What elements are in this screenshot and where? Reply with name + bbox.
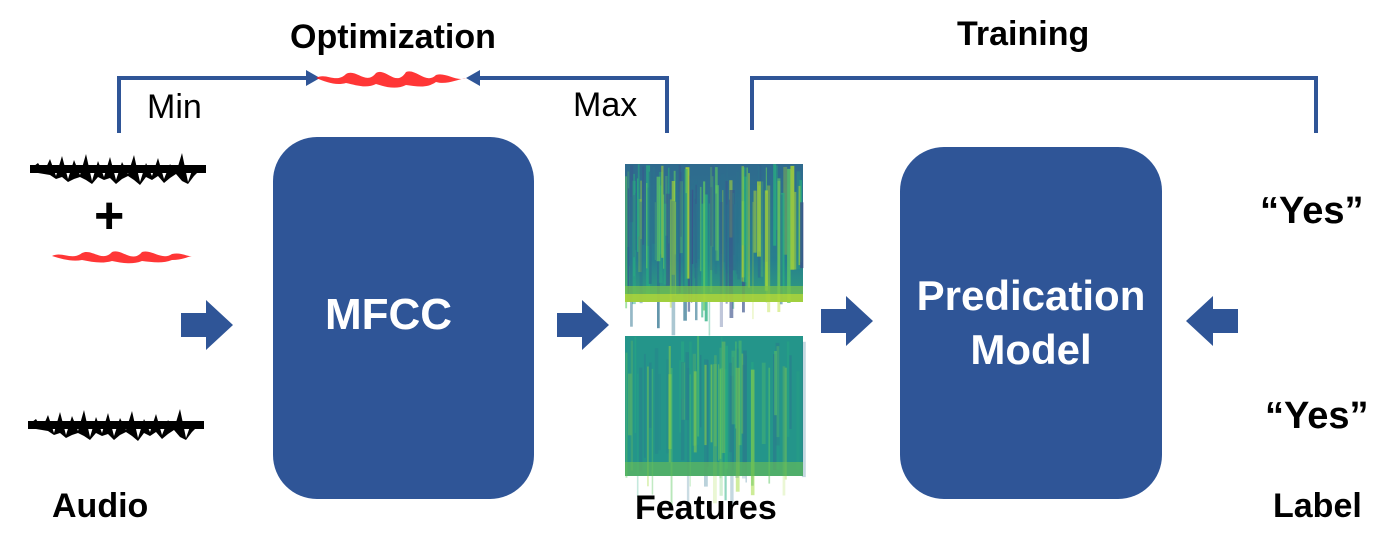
- audio-waveform-clean: [28, 409, 204, 441]
- max-arrowhead: [466, 70, 480, 86]
- audio-label: Audio: [52, 487, 149, 525]
- arrow-label-to-model: [1186, 296, 1238, 346]
- mfcc-block: MFCC: [273, 137, 534, 499]
- spectrogram-adversarial: [625, 164, 804, 336]
- mfcc-label: MFCC: [324, 290, 453, 339]
- features-label: Features: [635, 489, 777, 527]
- training-bracket: [750, 76, 1318, 133]
- max-label: Max: [573, 86, 638, 124]
- training-label: Training: [957, 15, 1090, 53]
- optimization-label: Optimization: [290, 18, 496, 56]
- audio-waveform-perturbed: [30, 153, 206, 185]
- model-label-line1: Predication: [916, 272, 1146, 319]
- arrow-mfcc-to-features: [557, 300, 609, 350]
- label-column-label: Label: [1273, 487, 1362, 525]
- min-arrowhead: [306, 70, 320, 86]
- min-connector: [117, 76, 312, 133]
- perturbation-waveform-audio: [52, 251, 192, 264]
- spectrogram-clean: [625, 336, 806, 508]
- min-label: Min: [147, 88, 202, 126]
- max-connector: [474, 76, 669, 133]
- model-label-line2: Model: [970, 326, 1092, 373]
- plus-sign: +: [94, 187, 125, 245]
- yes-label-bottom: “Yes”: [1265, 395, 1369, 437]
- prediction-model-block: Predication Model: [900, 147, 1162, 499]
- arrow-features-to-model: [821, 296, 873, 346]
- yes-label-top: “Yes”: [1260, 190, 1364, 232]
- arrow-audio-to-mfcc: [181, 300, 233, 350]
- perturbation-waveform-top: [316, 71, 466, 88]
